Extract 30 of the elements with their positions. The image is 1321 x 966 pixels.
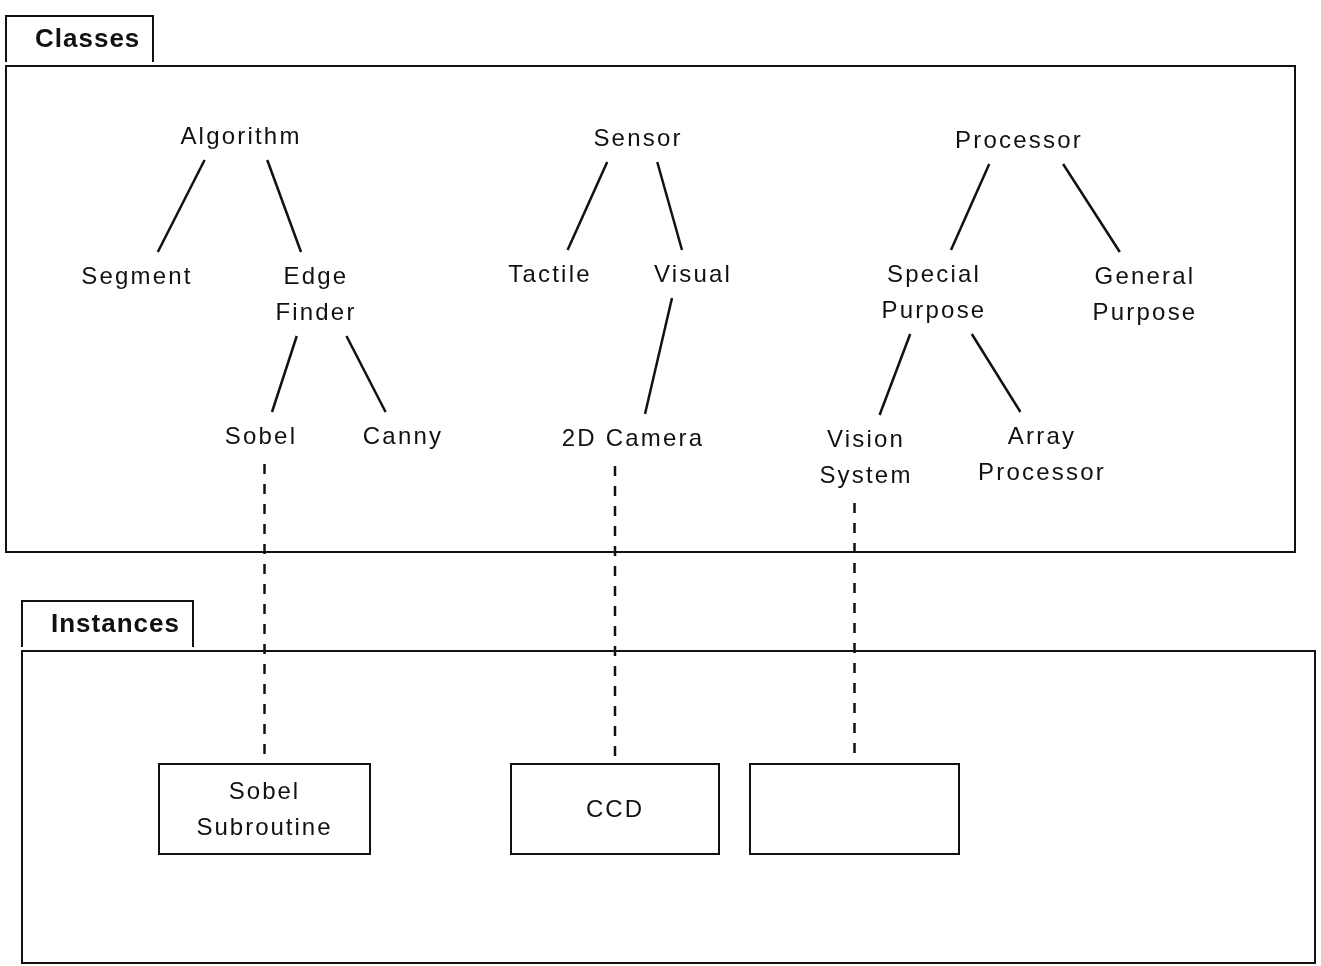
class-label: Edge Finder (261, 252, 371, 336)
class-label: Algorithm (161, 112, 321, 160)
class-label: Tactile (480, 250, 620, 298)
tree-line (270, 335, 298, 413)
panel-tab: Classes (5, 15, 155, 62)
tree-line (656, 161, 684, 251)
class-label: Special Purpose (864, 250, 1004, 334)
tree-line (266, 159, 303, 253)
tree-line (1062, 163, 1121, 253)
class-label: Array Processor (962, 412, 1122, 496)
tree-line (566, 161, 609, 251)
empty-box (749, 763, 960, 855)
class-label: Sobel (206, 412, 316, 460)
class-label: Segment (57, 252, 217, 300)
instance-box: CCD (510, 763, 720, 855)
instance-box: Sobel Subroutine (158, 763, 371, 855)
tree-line (970, 333, 1022, 413)
class-label: Canny (348, 412, 458, 460)
tree-line (949, 163, 991, 251)
class-label: 2D Camera (538, 414, 728, 462)
panel-tab: Instances (21, 600, 194, 647)
tree-line (156, 159, 206, 253)
class-label: General Purpose (1075, 252, 1215, 336)
class-label: Sensor (558, 114, 718, 162)
tree-line (643, 297, 674, 415)
class-label: Vision System (801, 415, 931, 499)
tree-line (345, 335, 387, 413)
class-label: Visual (628, 250, 758, 298)
tree-line (878, 333, 912, 416)
class-label: Processor (939, 116, 1099, 164)
